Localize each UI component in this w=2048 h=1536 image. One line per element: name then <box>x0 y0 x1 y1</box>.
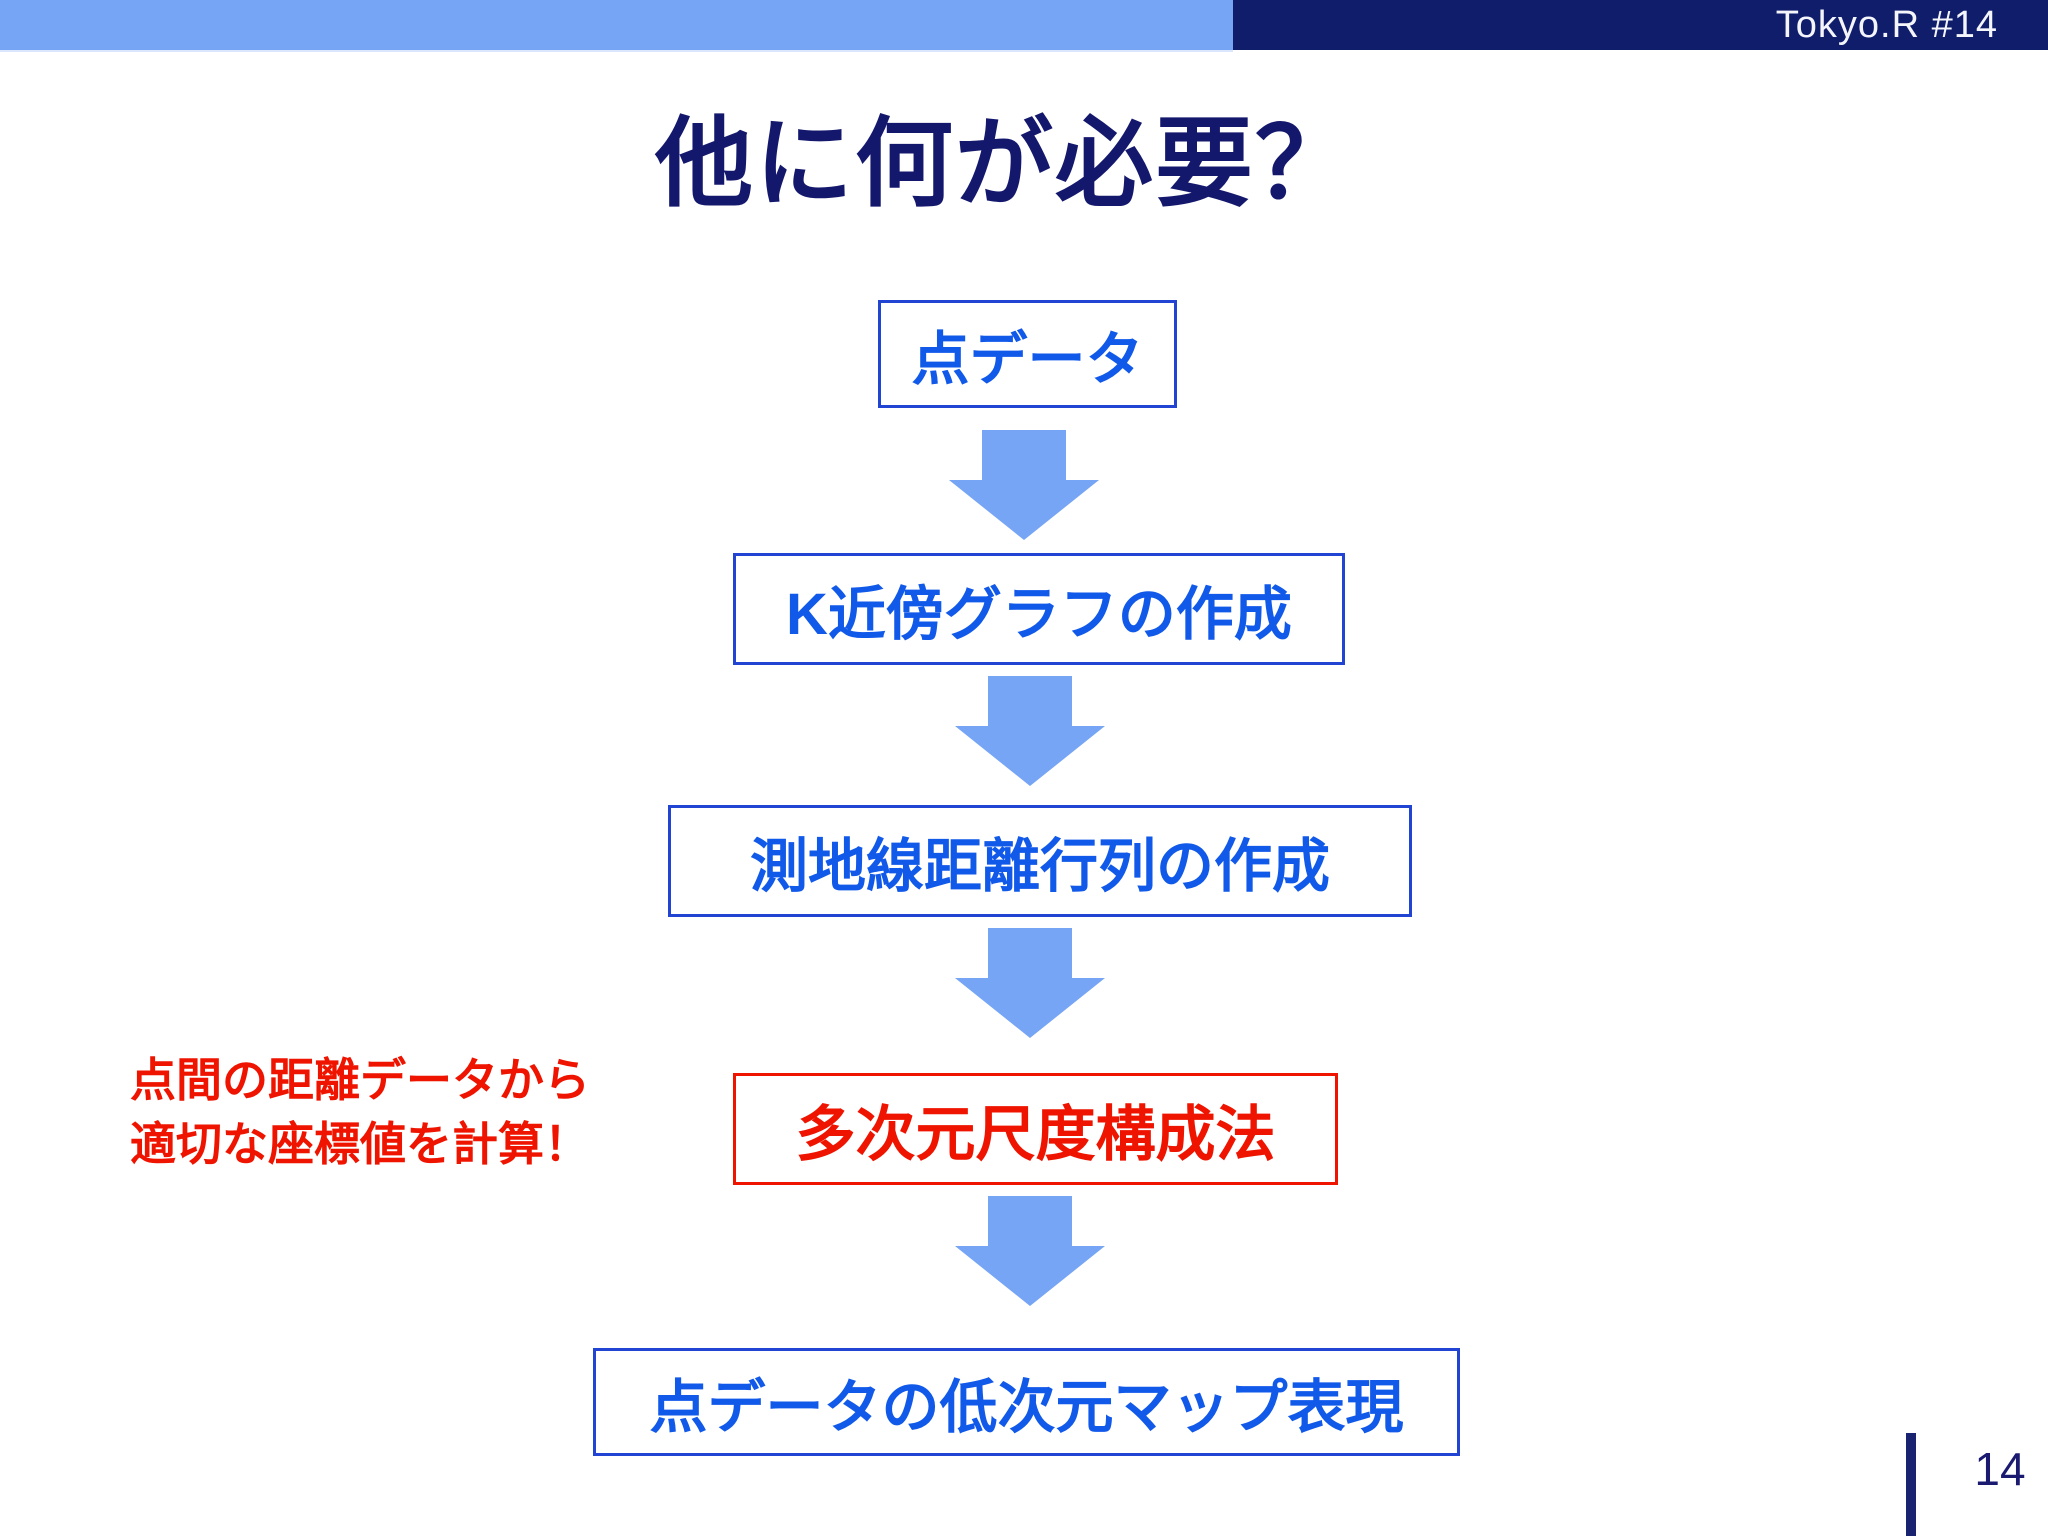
down-arrow-icon <box>955 1196 1105 1306</box>
top-bar-navy: Tokyo.R #14 <box>1233 0 2048 50</box>
down-arrow-icon <box>955 676 1105 786</box>
flow-step-point-data: 点データ <box>878 300 1177 408</box>
flow-step-label: 測地線距離行列の作成 <box>749 834 1330 899</box>
flow-step-knn-graph: K近傍グラフの作成 <box>733 553 1345 665</box>
page-title: 他に何が必要？ <box>654 108 1355 218</box>
page-number: 14 <box>1974 1443 2026 1495</box>
annotation-line-1: 点間の距離データから <box>130 1054 590 1106</box>
footer-divider-bar <box>1906 1433 1916 1536</box>
flow-step-label: K近傍グラフの作成 <box>786 582 1292 647</box>
flow-step-label: 多次元尺度構成法 <box>795 1100 1276 1168</box>
event-badge: Tokyo.R #14 <box>1775 3 1998 46</box>
flow-step-lowdim-map: 点データの低次元マップ表現 <box>593 1348 1460 1456</box>
flow-step-label: 点データ <box>911 327 1144 392</box>
flow-step-geodesic-matrix: 測地線距離行列の作成 <box>668 805 1412 917</box>
annotation-line-2: 適切な座標値を計算！ <box>130 1118 590 1170</box>
down-arrow-icon <box>949 430 1099 540</box>
flow-step-label: 点データの低次元マップ表現 <box>649 1375 1404 1440</box>
flow-step-mds: 多次元尺度構成法 <box>733 1073 1338 1185</box>
down-arrow-icon <box>955 928 1105 1038</box>
mds-annotation: 点間の距離データから 適切な座標値を計算！ <box>60 1048 660 1176</box>
top-bar-light-blue <box>0 0 1233 52</box>
